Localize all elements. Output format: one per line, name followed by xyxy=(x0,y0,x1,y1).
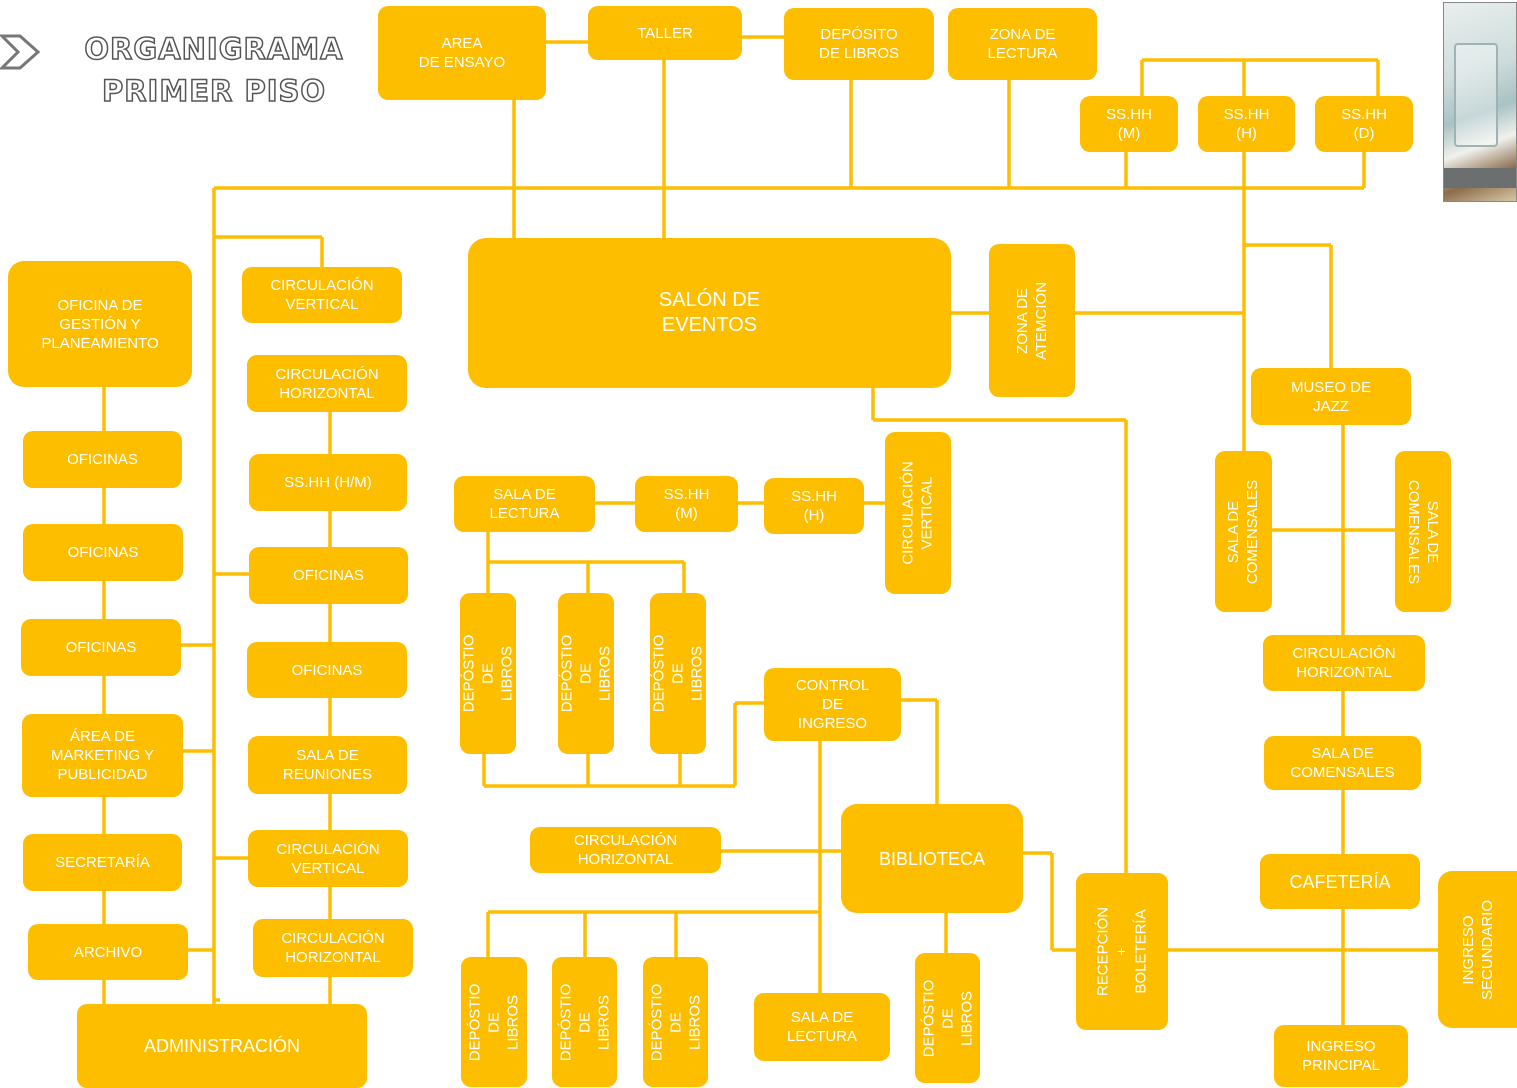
sala-comensales-v2-label: SALA DE COMENSALES xyxy=(1405,479,1442,584)
dep-a3-label: DEPÓSTIO DE LIBROS xyxy=(650,634,706,713)
box-administracion: ADMINISTRACIÓN xyxy=(77,1004,367,1088)
box-area-ensayo: AREA DE ENSAYO xyxy=(378,6,546,100)
box-archivo: ARCHIVO xyxy=(28,924,188,980)
recepcion-label: RECEPCIÓN + BOLETERÍA xyxy=(1094,906,1150,997)
box-zona-atencion: ZONA DE ATEMCIÓN xyxy=(989,244,1075,397)
box-sala-comensales-v1: SALA DE COMENSALES xyxy=(1215,451,1272,612)
ingreso-secundario-label: INGRESO SECUNDARIO xyxy=(1459,899,1496,1000)
box-circ-horizontal-3: CIRCULACIÓN HORIZONTAL xyxy=(530,827,721,873)
box-sshh-hm: SS.HH (H/M) xyxy=(249,454,407,511)
box-oficinas-l3: OFICINAS xyxy=(21,619,181,676)
box-circ-horizontal-4: CIRCULACIÓN HORIZONTAL xyxy=(1263,635,1425,691)
reference-photo xyxy=(1443,2,1517,202)
box-circ-horizontal-2: CIRCULACIÓN HORIZONTAL xyxy=(253,919,413,977)
box-sala-lectura-1: SALA DE LECTURA xyxy=(454,476,595,532)
box-zona-lectura: ZONA DE LECTURA xyxy=(948,8,1097,80)
box-sala-reuniones: SALA DE REUNIONES xyxy=(248,736,407,794)
box-oficina-gestion: OFICINA DE GESTIÓN Y PLANEAMIENTO xyxy=(8,261,192,387)
box-dep-b3: DEPÓSTIO DE LIBROS xyxy=(643,957,708,1087)
box-sshh-m-top: SS.HH (M) xyxy=(1080,96,1178,152)
box-sshh-h-top: SS.HH (H) xyxy=(1198,96,1295,152)
box-secretaria: SECRETARÍA xyxy=(23,834,182,891)
zona-atencion-label: ZONA DE ATEMCIÓN xyxy=(1014,281,1050,360)
box-dep-b4: DEPÓSTIO DE LIBROS xyxy=(915,953,980,1083)
title-line-1: ORGANIGRAMA xyxy=(84,31,344,67)
box-dep-a3: DEPÓSTIO DE LIBROS xyxy=(650,593,706,754)
box-ingreso-principal: INGRESO PRINCIPAL xyxy=(1274,1025,1408,1087)
box-marketing: ÁREA DE MARKETING Y PUBLICIDAD xyxy=(22,714,183,797)
diagram-title: ORGANIGRAMA PRIMER PISO xyxy=(64,28,364,112)
box-oficinas-l1: OFICINAS xyxy=(23,431,182,488)
dep-a2-label: DEPÓSTIO DE LIBROS xyxy=(558,634,614,713)
dep-a1-label: DEPÓSTIO DE LIBROS xyxy=(460,634,516,713)
box-dep-a1: DEPÓSTIO DE LIBROS xyxy=(460,593,516,754)
box-dep-b2: DEPÓSTIO DE LIBROS xyxy=(552,957,617,1087)
box-oficinas-r1: OFICINAS xyxy=(249,547,408,604)
sala-comensales-v1-label: SALA DE COMENSALES xyxy=(1225,479,1262,584)
box-sala-comensales-v2: SALA DE COMENSALES xyxy=(1395,451,1451,612)
box-sshh-h-mid: SS.HH (H) xyxy=(764,478,864,534)
box-dep-b1: DEPÓSTIO DE LIBROS xyxy=(461,957,527,1087)
box-sala-lectura-2: SALA DE LECTURA xyxy=(754,993,890,1061)
box-biblioteca: BIBLIOTECA xyxy=(841,804,1023,913)
box-oficinas-l2: OFICINAS xyxy=(23,524,183,581)
dep-b1-label: DEPÓSTIO DE LIBROS xyxy=(466,983,522,1061)
box-recepcion: RECEPCIÓN + BOLETERÍA xyxy=(1076,873,1168,1030)
box-cafeteria: CAFETERÍA xyxy=(1260,854,1420,909)
box-oficinas-r2: OFICINAS xyxy=(247,642,407,698)
box-ingreso-secundario: INGRESO SECUNDARIO xyxy=(1438,871,1517,1028)
circ-vertical-3-label: CIRCULACIÓN VERTICAL xyxy=(900,461,937,565)
box-deposito-libros-top: DEPÓSITO DE LIBROS xyxy=(784,8,934,80)
box-sshh-m-mid: SS.HH (M) xyxy=(635,476,738,532)
box-dep-a2: DEPÓSTIO DE LIBROS xyxy=(558,593,614,754)
dep-b2-label: DEPÓSTIO DE LIBROS xyxy=(557,983,613,1061)
box-circ-horizontal-1: CIRCULACIÓN HORIZONTAL xyxy=(247,355,407,412)
box-salon-eventos: SALÓN DE EVENTOS xyxy=(468,238,951,388)
box-taller: TALLER xyxy=(588,6,742,60)
box-sala-comensales-3: SALA DE COMENSALES xyxy=(1264,736,1421,790)
box-circ-vertical-1: CIRCULACIÓN VERTICAL xyxy=(242,267,402,323)
box-circ-vertical-2: CIRCULACIÓN VERTICAL xyxy=(248,830,408,887)
dep-b3-label: DEPÓSTIO DE LIBROS xyxy=(648,983,704,1061)
chevron-right-icon xyxy=(0,34,41,70)
dep-b4-label: DEPÓSTIO DE LIBROS xyxy=(920,979,976,1057)
box-sshh-d-top: SS.HH (D) xyxy=(1315,96,1413,152)
box-museo-jazz: MUSEO DE JAZZ xyxy=(1251,368,1411,425)
title-line-2: PRIMER PISO xyxy=(101,73,327,109)
box-circ-vertical-3: CIRCULACIÓN VERTICAL xyxy=(885,432,951,594)
box-control-ingreso: CONTROL DE INGRESO xyxy=(764,668,901,741)
